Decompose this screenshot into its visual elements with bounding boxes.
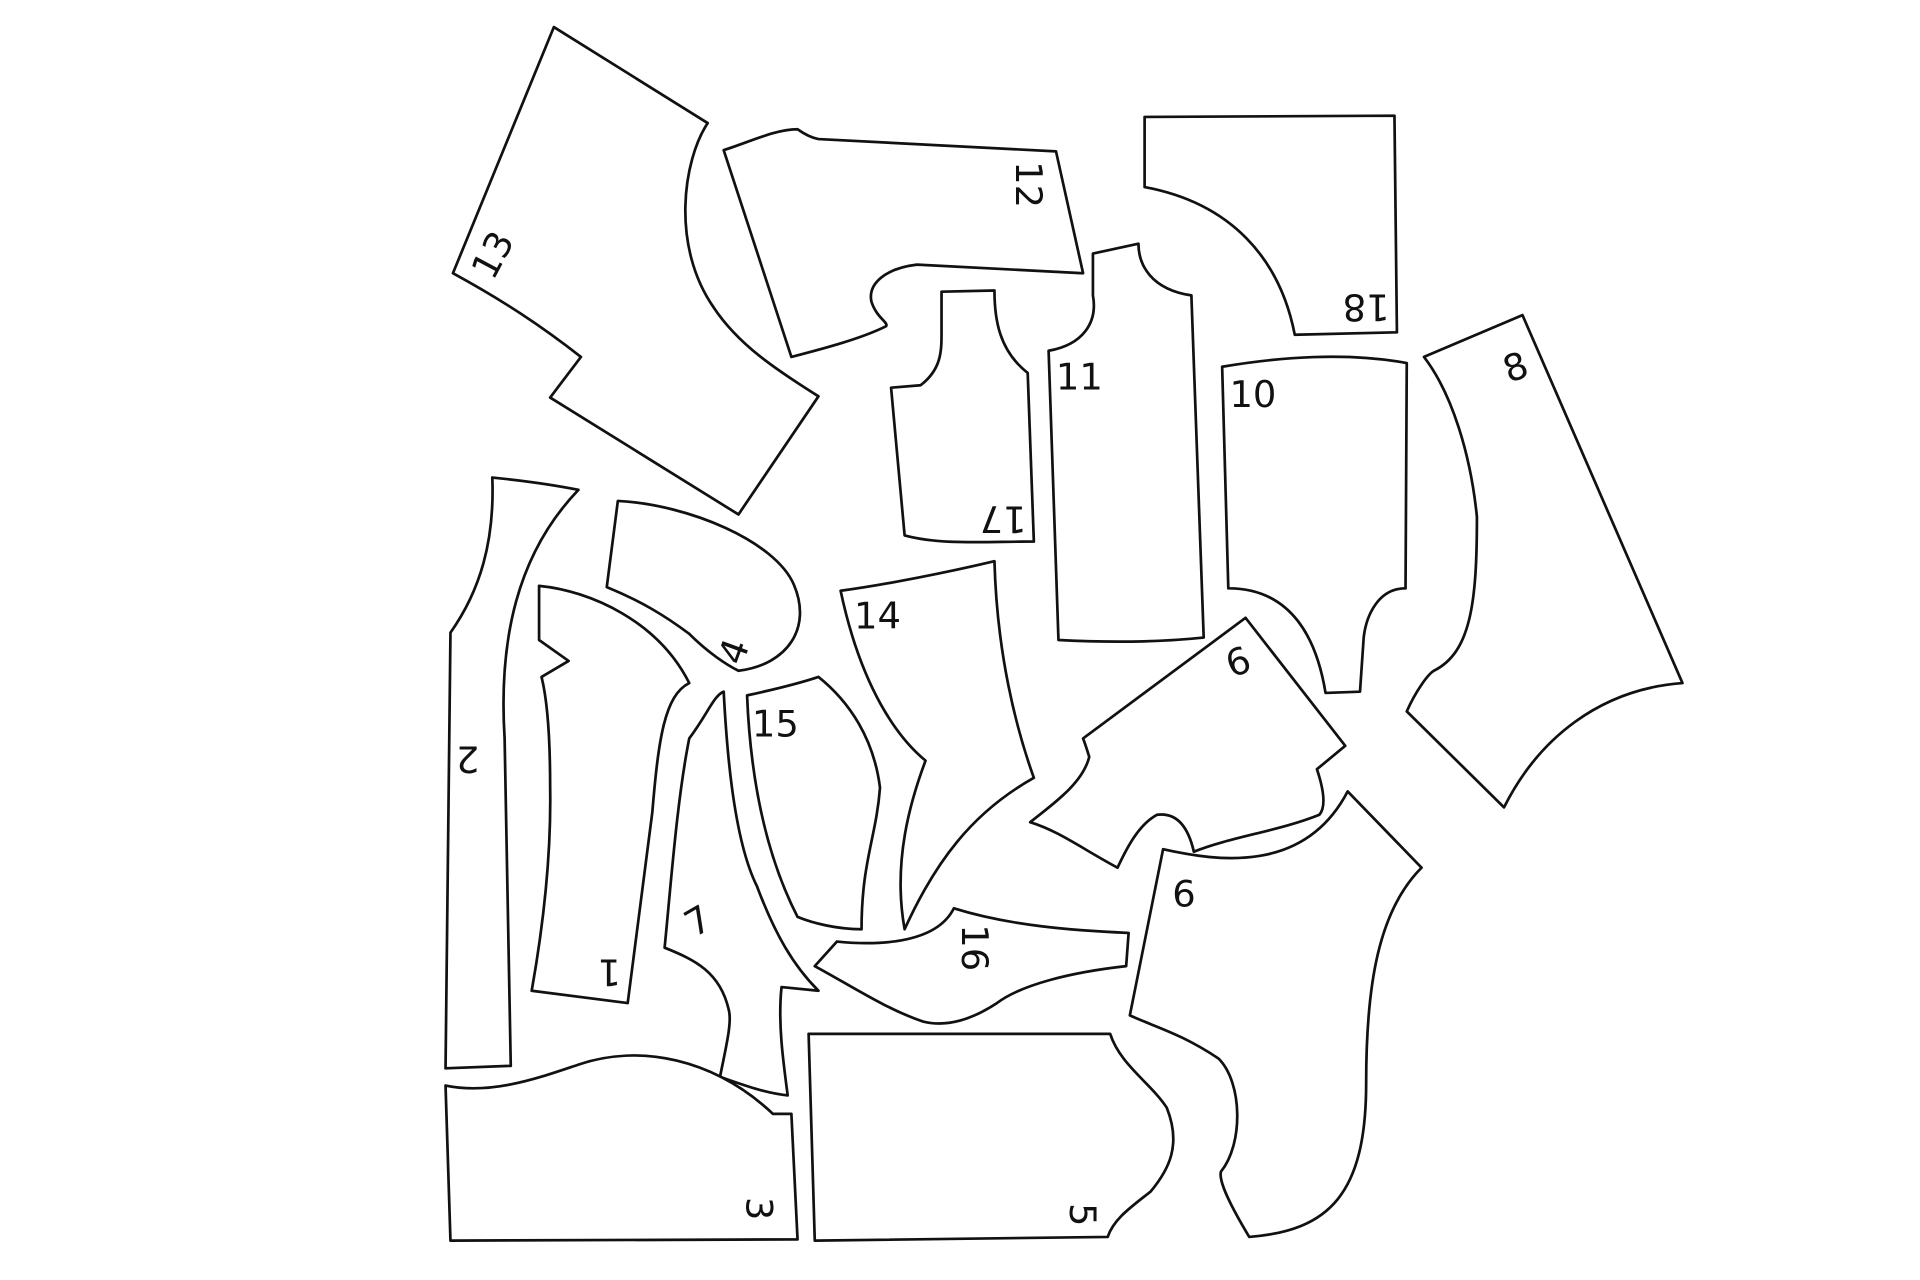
piece-label: 11 — [1056, 356, 1103, 399]
pattern-piece-15: 15 — [745, 675, 882, 931]
pattern-piece-5: 5 — [807, 1032, 1175, 1242]
pattern-piece-1: 1 — [530, 584, 691, 1005]
pattern-piece-13: 13 — [451, 25, 820, 516]
pattern-piece-10: 10 — [1220, 355, 1409, 695]
piece-label: 15 — [752, 703, 799, 746]
piece-label: 1 — [597, 950, 620, 993]
pattern-piece-6: 6 — [1128, 790, 1423, 1239]
piece-label: 12 — [1007, 161, 1050, 208]
pattern-piece-17: 17 — [889, 289, 1036, 544]
piece-label: 14 — [854, 594, 901, 637]
pattern-piece-7: 7 — [663, 690, 820, 1097]
piece-label: 16 — [953, 924, 996, 971]
piece-label: 18 — [1343, 286, 1390, 329]
piece-label: 2 — [456, 737, 479, 780]
pattern-piece-11: 11 — [1047, 242, 1206, 643]
piece-label: 3 — [737, 1197, 780, 1220]
piece-label: 10 — [1229, 373, 1276, 416]
pattern-piece-4: 4 — [605, 499, 802, 673]
piece-label: 5 — [1061, 1203, 1104, 1226]
piece-label: 6 — [1172, 873, 1195, 916]
pattern-piece-2: 2 — [444, 476, 580, 1070]
pattern-piece-8: 8 — [1405, 313, 1684, 809]
pattern-piece-16: 16 — [813, 906, 1130, 1025]
piece-label: 17 — [980, 497, 1027, 540]
pattern-piece-9: 9 — [1028, 616, 1347, 870]
pattern-piece-14: 14 — [839, 559, 1036, 931]
pattern-piece-18: 18 — [1143, 114, 1399, 337]
pattern-piece-3: 3 — [444, 1054, 799, 1242]
pattern-piece-12: 12 — [722, 127, 1085, 359]
